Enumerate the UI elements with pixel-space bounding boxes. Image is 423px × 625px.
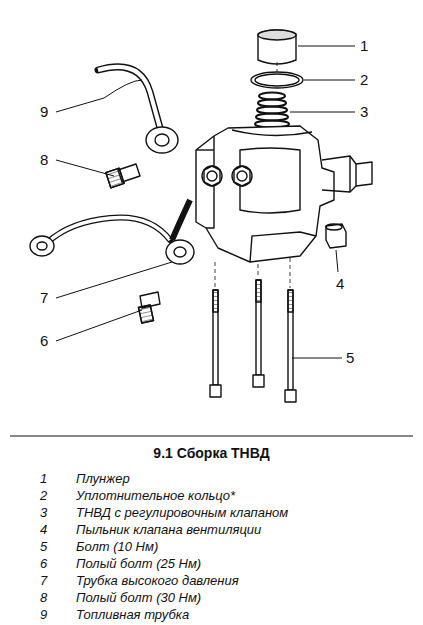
- legend-text: Топливная трубка: [76, 608, 189, 621]
- legend-number: 9: [40, 608, 47, 621]
- legend-number: 8: [40, 591, 47, 604]
- callout-number: 5: [346, 350, 354, 365]
- callout-number: 3: [360, 104, 368, 119]
- callout-number: 9: [40, 104, 48, 119]
- legend-number: 1: [40, 472, 47, 485]
- callout-number: 2: [360, 72, 368, 87]
- legend-text: Уплотнительное кольцо*: [76, 489, 235, 502]
- callout-number: 1: [360, 38, 368, 53]
- legend-text: Полый болт (30 Нм): [76, 591, 201, 604]
- legend-number: 4: [40, 523, 47, 536]
- legend-number: 3: [40, 506, 47, 519]
- legend-number: 2: [40, 489, 47, 502]
- legend-text: ТНВД с регулировочным клапаном: [76, 506, 288, 519]
- callout-number: 7: [40, 290, 48, 305]
- figure-title: 9.1 Сборка ТНВД: [153, 446, 269, 460]
- legend-text: Плунжер: [76, 472, 130, 485]
- callout-number: 6: [40, 333, 48, 348]
- callout-number: 8: [40, 152, 48, 167]
- legend-text: Пыльник клапана вентиляции: [76, 523, 261, 536]
- legend-text: Болт (10 Нм): [76, 540, 158, 553]
- callout-number: 4: [336, 276, 344, 291]
- legend-number: 7: [40, 574, 47, 587]
- legend-text: Трубка высокого давления: [76, 574, 239, 587]
- legend-number: 6: [40, 557, 47, 570]
- legend-text: Полый болт (25 Нм): [76, 557, 201, 570]
- legend-number: 5: [40, 540, 47, 553]
